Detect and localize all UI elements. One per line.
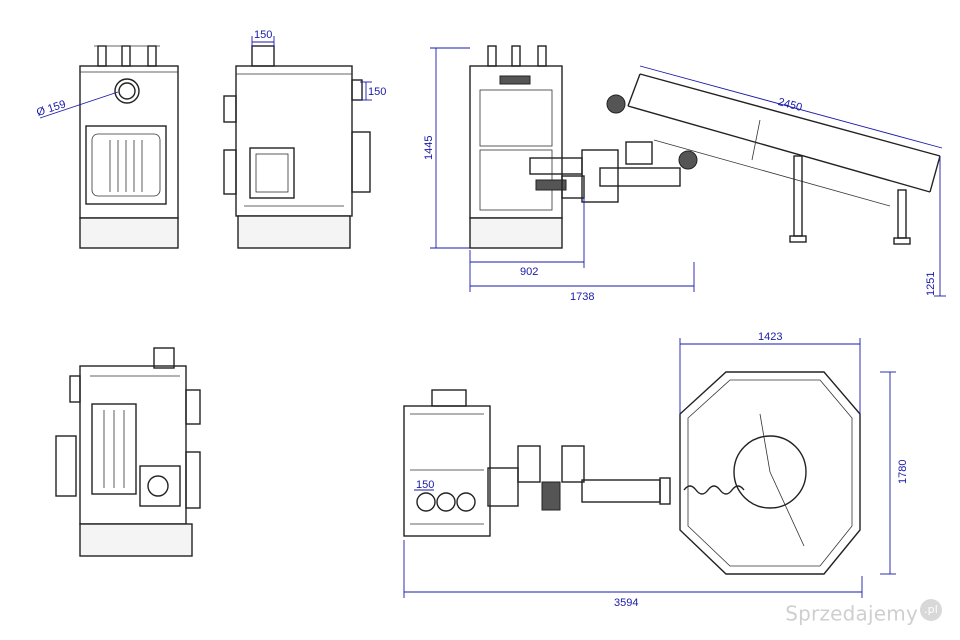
length-3594-label: 3594 [614,597,638,609]
watermark: Sprzedajemy.pl [785,599,942,626]
height-150-side-label: 150 [368,86,386,98]
length-1738-label: 1738 [570,291,594,303]
watermark-text: Sprzedajemy [785,602,918,626]
width-1423-label: 1423 [758,331,782,343]
height-1780-label: 1780 [897,460,909,484]
width-150-top-label: 150 [254,29,272,41]
length-150-plan-label: 150 [416,479,434,491]
height-1445-label: 1445 [423,136,435,160]
plan-view: 150 1423 1780 3594 [403,331,909,609]
boiler-conveyor-elevation: 2450 1445 902 1738 1251 [423,45,946,303]
watermark-badge: .pl [920,599,942,622]
boiler-rear-view [55,347,201,557]
height-1251-label: 1251 [925,272,937,296]
length-902-label: 902 [520,266,538,278]
diameter-159-label: Ø 159 [35,98,67,119]
boiler-front-view: Ø 159 [35,45,179,249]
boiler-side-view: 150 150 [223,29,386,249]
length-2450-label: 2450 [777,96,804,114]
